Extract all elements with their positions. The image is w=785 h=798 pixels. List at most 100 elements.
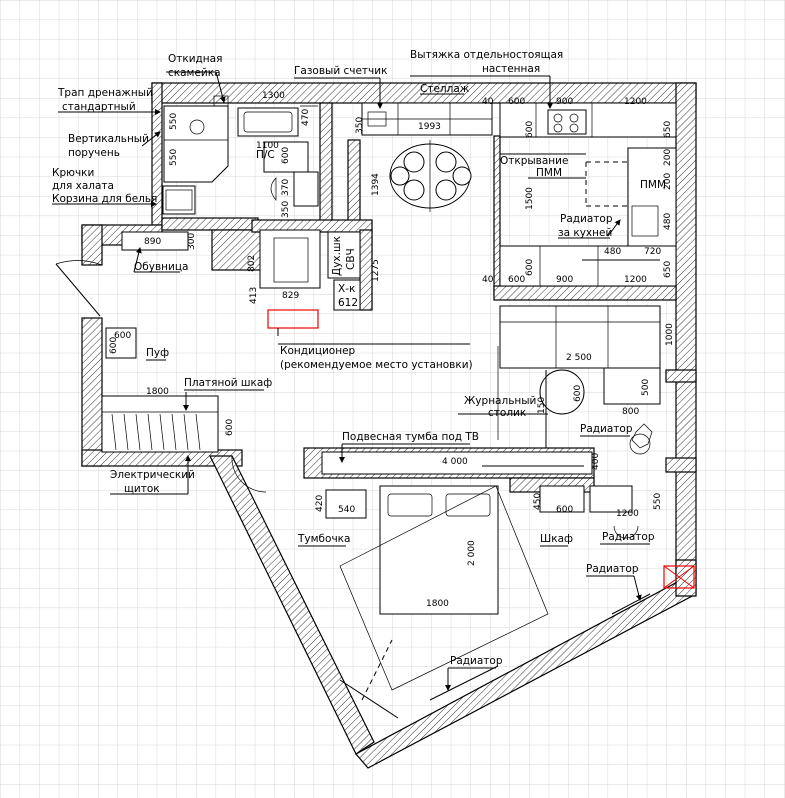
label-oven-1: Дух.шк: [331, 236, 343, 276]
label-washer-dryer: П/С: [256, 149, 275, 161]
dim-k-200b: 200: [663, 173, 673, 190]
dim-shoe-890: 890: [144, 237, 161, 247]
label-coffee-table-1: Журнальный: [464, 395, 536, 407]
label-ac-2: (рекомендуемое место установки): [280, 359, 473, 371]
dim-shelf-350: 350: [355, 117, 365, 134]
dim-bath-1300: 1300: [262, 91, 285, 101]
leader-lines: [52, 71, 650, 691]
label-handrail-2: поручень: [68, 147, 120, 159]
label-wardrobe: Платяной шкаф: [184, 377, 272, 389]
label-shoe-rack: Обувница: [134, 261, 188, 273]
dim-bath-370: 370: [281, 179, 291, 196]
kitchen: [499, 102, 677, 287]
dim-pouf-600b: 600: [109, 337, 119, 354]
dim-pouf-600a: 600: [114, 331, 131, 341]
dim-bath-600: 600: [281, 147, 291, 164]
dim-k-1200a: 1200: [624, 97, 647, 107]
label-hooks-3: Корзина для белья: [52, 193, 157, 205]
label-folding-bench-1: Откидная: [168, 53, 222, 65]
dim-sofa-800: 800: [622, 407, 639, 417]
dim-sofa-2500: 2 500: [566, 353, 592, 363]
dim-k-1200b: 1200: [624, 275, 647, 285]
label-cabinet: Шкаф: [540, 533, 573, 545]
dim-tv-400: 400: [591, 453, 601, 470]
dim-k-600d: 600: [525, 259, 535, 276]
shelf-unit: [361, 102, 493, 136]
dim-ns-420: 420: [315, 495, 325, 512]
label-tv-stand: Подвесная тумба под ТВ: [342, 431, 479, 443]
dim-k-650a: 650: [663, 121, 673, 138]
dim-ward-600: 600: [225, 419, 235, 436]
dim-k-480: 480: [604, 247, 621, 257]
dimensions: 1300 470 1100 600 370 350 550 550 350 19…: [109, 91, 675, 609]
dim-bed-1800: 1800: [426, 599, 449, 609]
label-hooks-2: для халата: [52, 180, 114, 192]
dim-shelf-1394: 1394: [371, 173, 381, 196]
dim-tv-4000: 4 000: [442, 457, 468, 467]
dim-bath-470: 470: [301, 109, 311, 126]
dim-bath-1100: 1100: [256, 141, 279, 151]
label-nightstand: Тумбочка: [297, 533, 350, 545]
dim-fr-413: 413: [249, 287, 259, 304]
dim-k-600a: 600: [508, 97, 525, 107]
bedroom: [325, 485, 695, 719]
dim-k-600c: 600: [508, 275, 525, 285]
living-room: [321, 305, 661, 475]
label-radiator-living: Радиатор: [580, 423, 633, 435]
label-dishwasher-2: ПММ: [536, 167, 562, 179]
label-drain-2: стандартный: [62, 101, 136, 113]
dim-k-650b: 650: [663, 261, 673, 278]
dim-sofa-500: 500: [641, 379, 651, 396]
label-shelf: Стеллаж: [420, 83, 470, 95]
dim-shower-550b: 550: [169, 149, 179, 166]
label-dishwasher-1: Открывание: [500, 155, 568, 167]
dim-k-40b: 40: [482, 275, 494, 285]
dim-k-40a: 40: [482, 97, 494, 107]
dim-door-802: 802: [247, 255, 257, 272]
label-hood-2: настенная: [482, 63, 540, 75]
dim-cab-1200: 1200: [616, 509, 639, 519]
label-fridge-1: Х-к: [338, 283, 355, 295]
label-gas-meter: Газовый счетчик: [294, 65, 387, 77]
dim-bath-350: 350: [281, 201, 291, 218]
label-oven-2: СВЧ: [345, 248, 357, 270]
dim-shelf-1993: 1993: [418, 122, 441, 132]
dining-table: [389, 140, 472, 212]
label-coffee-table-2: столик: [488, 407, 526, 419]
label-radiator-bed-3: Радиатор: [450, 655, 503, 667]
dim-k-600b: 600: [525, 121, 535, 138]
dim-table-150: 150: [537, 397, 547, 414]
label-pouf: Пуф: [146, 347, 169, 359]
dim-bed-2000: 2 000: [467, 540, 477, 566]
bathroom: [162, 95, 319, 215]
dim-k-200: 200: [663, 149, 673, 166]
dim-table-600: 600: [573, 385, 583, 402]
label-hooks-1: Крючки: [52, 167, 94, 179]
label-handrail-1: Вертикальный: [68, 133, 149, 145]
dim-cab-600: 600: [556, 505, 573, 515]
dim-shoe-300: 300: [187, 233, 197, 250]
label-fridge-2: 612: [338, 297, 358, 309]
dim-k-720: 720: [644, 247, 661, 257]
label-radiator-bed-2: Радиатор: [586, 563, 639, 575]
label-folding-bench-2: скамейка: [168, 67, 221, 79]
label-kitchen-radiator-1: Радиатор: [560, 213, 613, 225]
label-hood-1: Вытяжка отдельностоящая: [410, 49, 563, 61]
label-drain-1: Трап дренажный: [57, 87, 153, 99]
dim-sofa-1000: 1000: [665, 323, 675, 346]
room-labels: Откидная скамейка Газовый счетчик Вытяжк…: [52, 49, 666, 667]
label-radiator-bed-1: Радиатор: [602, 531, 655, 543]
label-panel-2: щиток: [124, 483, 160, 495]
dim-fr-829: 829: [282, 291, 299, 301]
dim-k-900a: 900: [556, 97, 573, 107]
dim-shower-550a: 550: [169, 113, 179, 130]
hallway: [55, 229, 361, 493]
dim-ward-1800: 1800: [146, 387, 169, 397]
label-dishwasher-short: ПММ: [640, 179, 666, 191]
dim-k-480v: 480: [663, 213, 673, 230]
dim-fr-1275: 1275: [371, 259, 381, 282]
dim-k-900b: 900: [556, 275, 573, 285]
dim-cab-450: 450: [533, 493, 543, 510]
label-kitchen-radiator-2: за кухней: [558, 227, 612, 239]
